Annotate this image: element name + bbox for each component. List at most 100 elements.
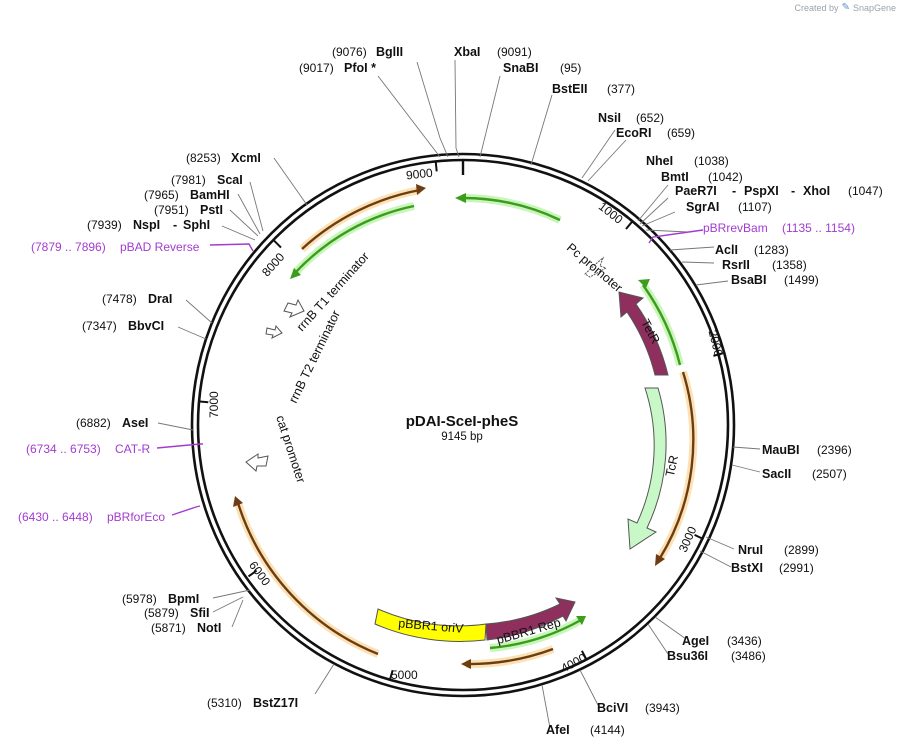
site-pos-bbvci: (7347) (82, 319, 117, 333)
backbone-outer-ring (190, 152, 736, 698)
site-bsabi: BsaBI (1499) (731, 273, 819, 287)
site-name-drai: DraI (148, 292, 172, 306)
site-name-snabi: SnaBI (503, 61, 538, 75)
site-sep-2: - (791, 184, 795, 198)
feature-tetr: TetR (618, 291, 669, 376)
snapgene-logo-icon: ✎ (841, 2, 850, 13)
site-bamhi: (7965) BamHI (144, 188, 230, 202)
site-pos-rsrii: (1358) (772, 258, 807, 272)
primer-range-cat-r: (6734 .. 6753) (26, 442, 101, 456)
site-ecori: EcoRI (659) (616, 126, 695, 140)
site-pos-sacii: (2507) (812, 467, 847, 481)
site-paer7i-pspxi-xhoi: PaeR7I - PspXI - XhoI (1047) (675, 184, 883, 198)
site-nspi-sphi: (7939) NspI - SphI (87, 218, 210, 232)
site-name-acli: AclI (715, 243, 738, 257)
site-pos-bcivi: (3943) (645, 701, 680, 715)
feature-pbbr1-oriv: pBBR1 oriV (374, 608, 487, 642)
orf-arc-bottom-green (489, 616, 586, 652)
tick-3000: 3000 (676, 524, 704, 554)
feature-label-pc-promoter: Pc promoter (564, 240, 625, 294)
site-snabi: SnaBI (95) (503, 61, 581, 75)
site-name-rsrii: RsrII (722, 258, 750, 272)
site-name-pfoi: PfoI * (344, 61, 376, 75)
primer-range-pbrrevbam: (1135 .. 1154) (782, 221, 855, 235)
tick-label-2000: 2000 (706, 329, 726, 359)
site-pos-bglii: (9076) (332, 45, 367, 59)
tick-1000: 1000 (596, 199, 634, 230)
site-pos-bmti: (1042) (708, 170, 743, 184)
site-sgrai: SgrAI (1107) (686, 200, 772, 214)
site-name-xbai: XbaI (454, 45, 480, 59)
leader-lines (157, 59, 761, 729)
site-name-agei: AgeI (682, 634, 709, 648)
site-bstz17i: (5310) BstZ17I (207, 696, 298, 710)
feature-label-tcr: TcR (663, 454, 681, 478)
primer-name-pbad-reverse: pBAD Reverse (120, 240, 200, 254)
orf-arc-left-orange (233, 496, 380, 658)
site-name-sacii: SacII (762, 467, 791, 481)
tick-2000: 2000 (706, 329, 726, 359)
primer-range-pbrforeco: (6430 .. 6448) (18, 510, 93, 524)
site-pos-asei: (6882) (76, 416, 111, 430)
site-sfii: (5879) SfiI (144, 606, 209, 620)
site-pos-sfii: (5879) (144, 606, 179, 620)
site-bstxi: BstXI (2991) (731, 561, 814, 575)
site-pos-bsabi: (1499) (784, 273, 819, 287)
site-noti: (5871) NotI (151, 621, 221, 635)
tick-7000: 7000 (198, 391, 221, 418)
site-bbvci: (7347) BbvCI (82, 319, 164, 333)
site-pos-sgrai: (1107) (738, 200, 772, 214)
primer-name-cat-r: CAT-R (115, 442, 150, 456)
primer-name-pbrrevbam: pBRrevBam (703, 221, 768, 235)
site-xcmi: (8253) XcmI (186, 151, 261, 165)
site-pos-noti: (5871) (151, 621, 186, 635)
tick-9000: 9000 (405, 161, 438, 182)
credit-prefix: Created by (794, 2, 839, 13)
site-pos-nsii: (652) (636, 111, 664, 125)
site-psti: (7951) PstI (154, 203, 223, 217)
plasmid-name: pDAI-SceI-pheS (406, 413, 519, 430)
tick-8000: 8000 (259, 239, 288, 279)
site-name-xhoi: XhoI (803, 184, 830, 198)
site-name-asei: AseI (122, 416, 148, 430)
tick-label-1000: 1000 (596, 199, 626, 227)
site-pos-xcmi: (8253) (186, 151, 221, 165)
backbone-inner-ring (196, 158, 730, 692)
site-pfoi: (9017) PfoI * (299, 61, 376, 75)
site-pos-acli: (1283) (754, 243, 789, 257)
site-pos-pfoi: (9017) (299, 61, 334, 75)
primer-pbrforeco: (6430 .. 6448) pBRforEco (18, 510, 165, 524)
site-maubi: MauBI (2396) (762, 443, 852, 457)
site-pos-bpmi: (5978) (122, 592, 157, 606)
site-bpmi: (5978) BpmI (122, 592, 199, 606)
site-pos-drai: (7478) (102, 292, 137, 306)
site-name-bmti: BmtI (661, 170, 689, 184)
site-asei: (6882) AseI (76, 416, 148, 430)
site-pos-bsteii: (377) (607, 82, 635, 96)
site-rsrii: RsrII (1358) (722, 258, 807, 272)
primer-cat-r: (6734 .. 6753) CAT-R (26, 442, 150, 456)
site-pos-nhei: (1038) (694, 154, 729, 168)
site-name-nsii: NsiI (598, 111, 621, 125)
site-name-sphi: SphI (183, 218, 210, 232)
credit-brand: SnapGene (852, 2, 896, 13)
site-nsii: NsiI (652) (598, 111, 664, 125)
site-pos-maubi: (2396) (817, 443, 852, 457)
site-drai: (7478) DraI (102, 292, 172, 306)
site-afei: AfeI (4144) (546, 723, 625, 737)
site-bcivi: BciVI (3943) (597, 701, 680, 715)
site-pos-bamhi: (7965) (144, 188, 179, 202)
site-name-nrui: NruI (738, 543, 763, 557)
site-name-nhei: NheI (646, 154, 673, 168)
site-name-bamhi: BamHI (190, 188, 230, 202)
site-agei: AgeI (3436) (682, 634, 762, 648)
site-bmti: BmtI (1042) (661, 170, 743, 184)
tick-label-8000: 8000 (259, 250, 287, 279)
site-sacii: SacII (2507) (762, 467, 847, 481)
site-name-bsteii: BstEII (552, 82, 587, 96)
orf-arc-topleft-green (290, 202, 415, 279)
site-pos-nrui: (2899) (784, 543, 819, 557)
feature-pc-promoter: Pc promoter (564, 240, 625, 294)
feature-label-pbbr1-oriv: pBBR1 oriV (398, 616, 465, 636)
